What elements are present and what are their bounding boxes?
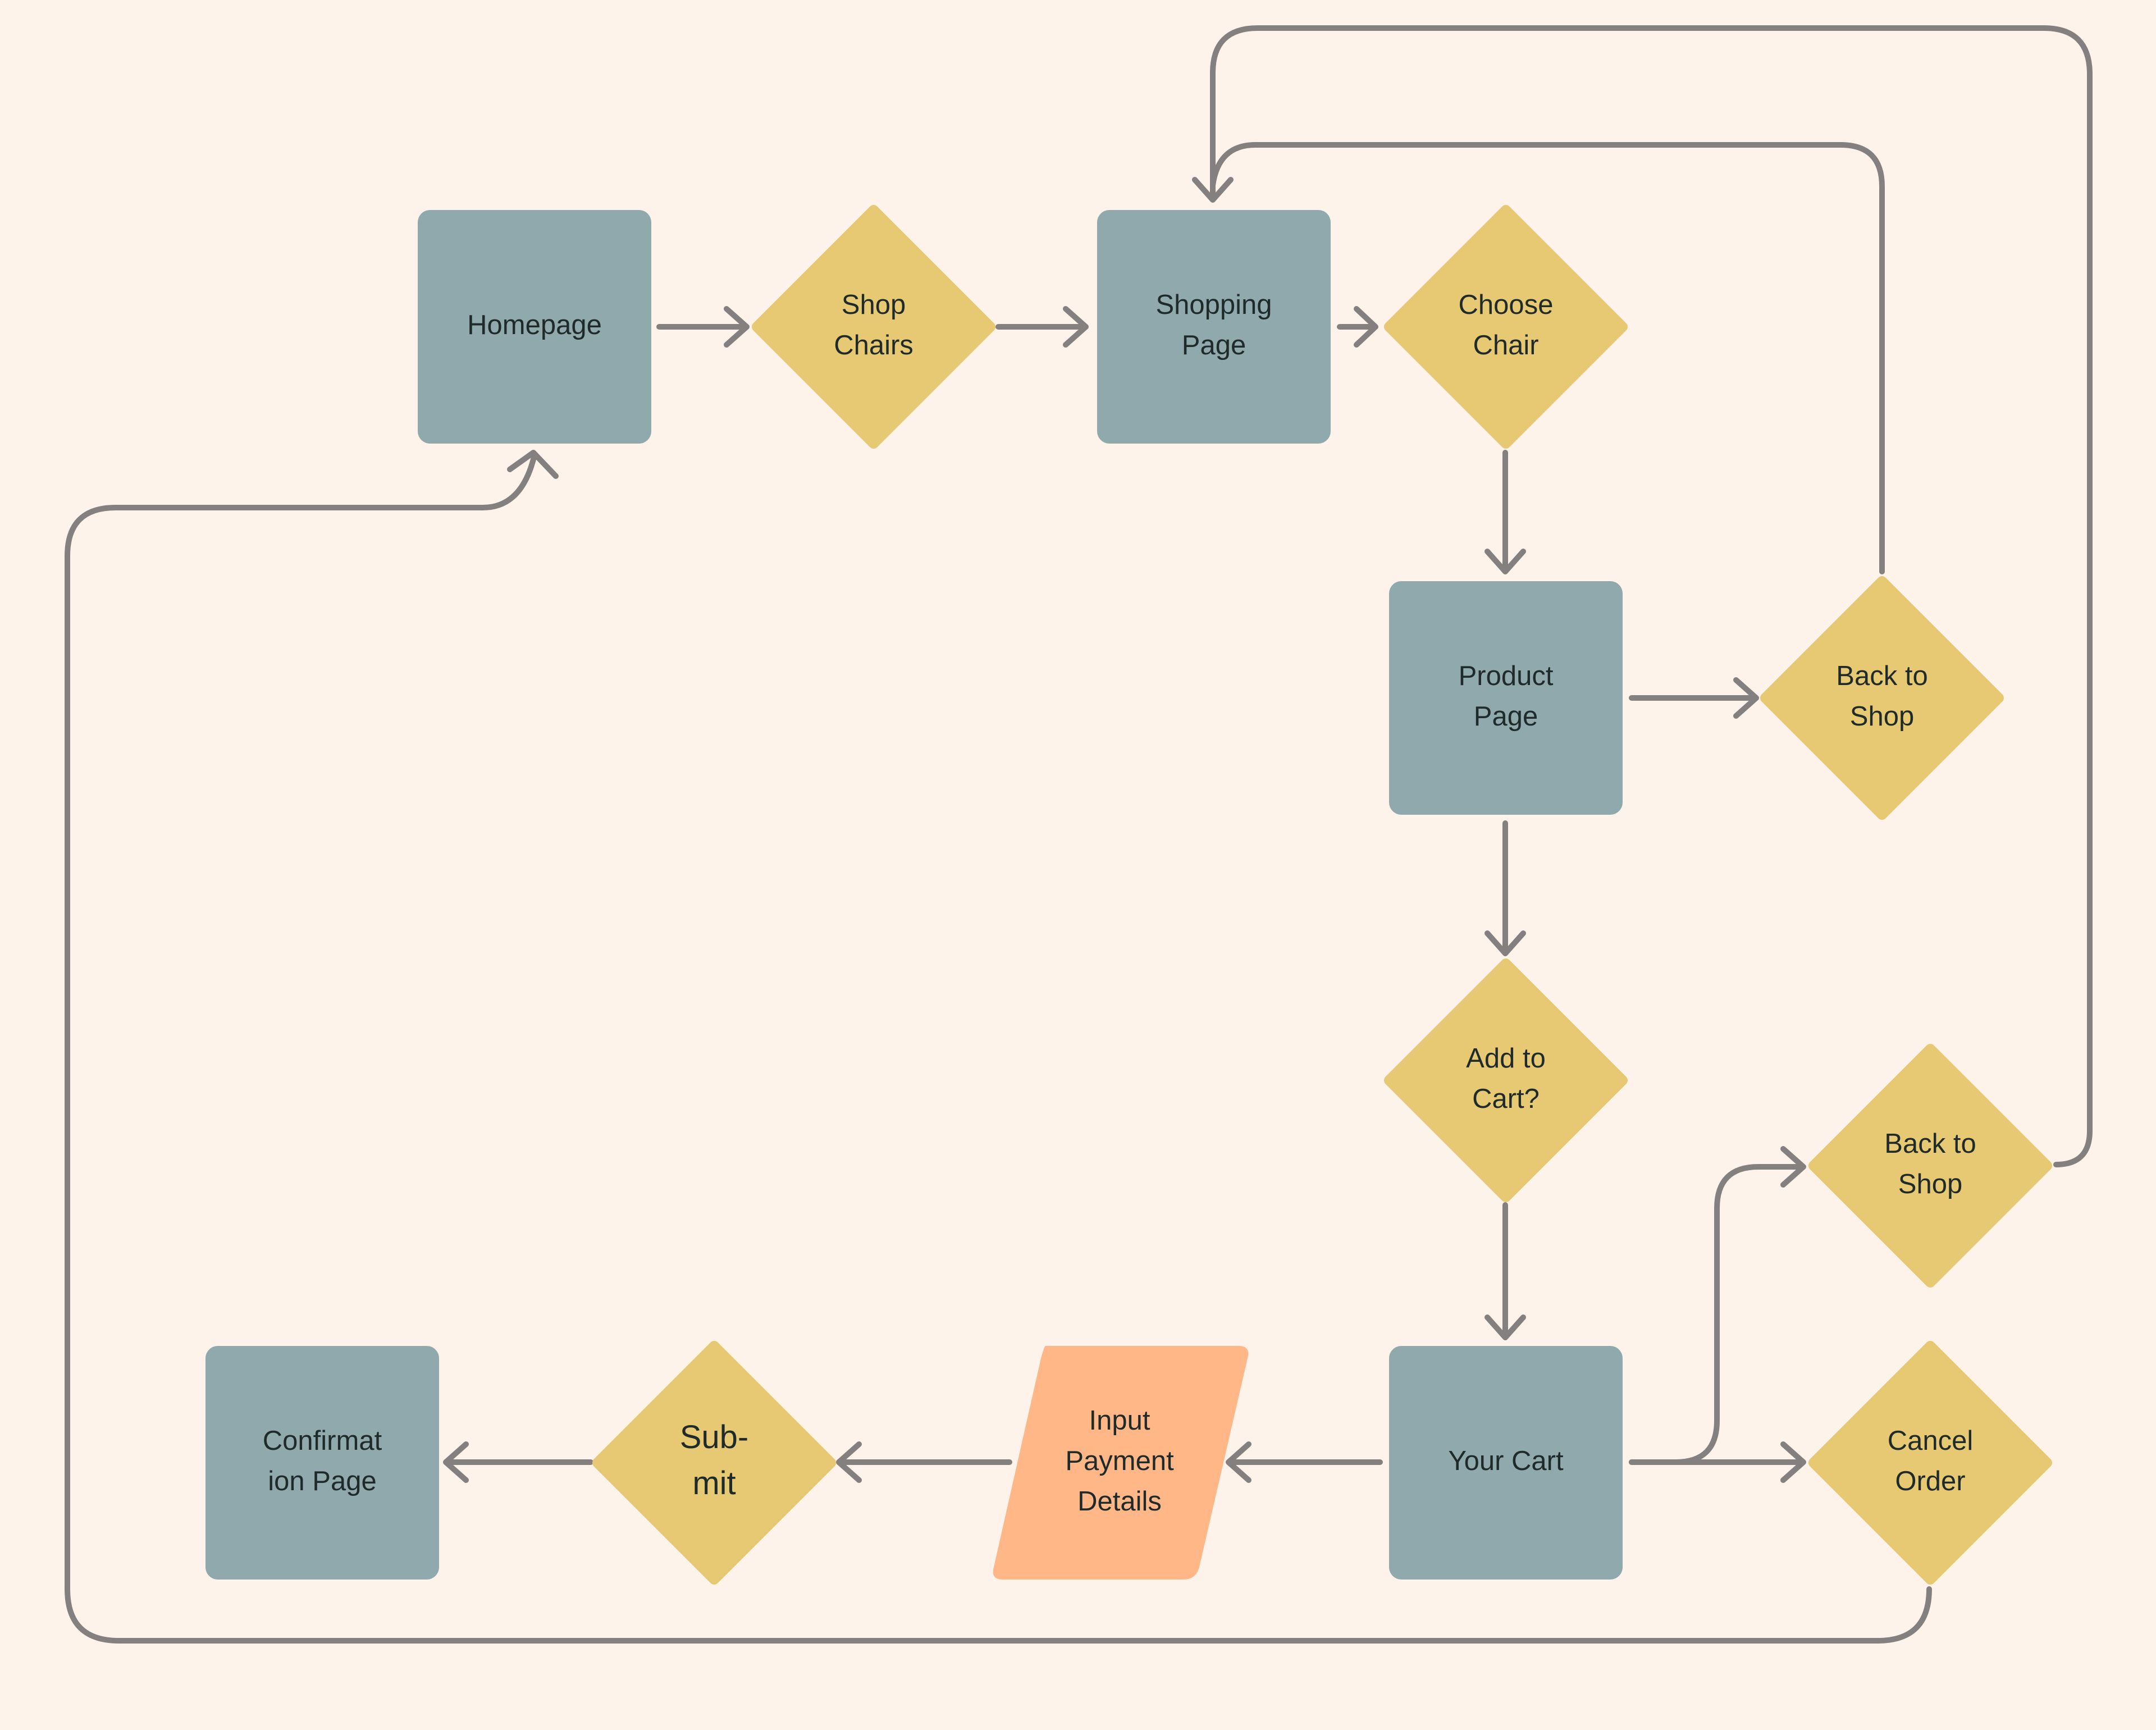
connector-submit-to-confirmation-page [443,1441,593,1483]
submit-line-2: mit [692,1465,736,1501]
connector-your-cart-to-input-payment [1226,1441,1383,1483]
choose-chair-line-1: Choose [1459,290,1554,320]
back-to-shop-2-line-1: Back to [1884,1129,1976,1159]
node-back-to-shop-1[interactable]: Back to Shop [1760,576,2004,820]
connector-homepage-to-shop-chairs [656,306,750,348]
connector-shopping-page-to-choose-chair [1337,306,1378,348]
product-page-line-2: Page [1474,701,1538,732]
connector-your-cart-to-back-to-shop [1629,1146,1806,1465]
input-payment-line-3: Details [1077,1486,1162,1517]
connector-shop-chairs-to-shopping-page [995,306,1089,348]
connector-your-cart-to-cancel-order [1629,1441,1806,1483]
node-back-to-shop-2-label: Back to Shop [1884,1129,1976,1199]
connector-cancel-order-loop-to-homepage [65,450,1932,1644]
homepage-line-1: Homepage [467,310,602,340]
choose-chair-line-2: Chair [1473,330,1538,360]
back-to-shop-1-line-2: Shop [1850,701,1914,732]
node-submit-label: Sub-mit [680,1419,749,1501]
connector-product-page-to-add-to-cart [1484,820,1526,956]
node-submit[interactable]: Sub-mit [592,1341,836,1585]
shopping-page-line-2: Page [1182,330,1246,360]
input-payment-line-2: Payment [1065,1446,1174,1476]
node-your-cart[interactable]: Your Cart [1389,1346,1623,1580]
node-back-to-shop-1-label: Back to Shop [1836,661,1927,732]
add-to-cart-line-1: Add to [1466,1043,1546,1074]
back-to-shop-2-line-2: Shop [1898,1169,1962,1199]
node-confirmation-page-label: Confirmat ion Page [263,1426,382,1496]
confirmation-page-line-2: ion Page [268,1466,376,1496]
node-homepage[interactable]: Homepage [418,210,651,444]
connector-choose-chair-to-product-page [1484,450,1526,574]
node-your-cart-label: Your Cart [1448,1446,1564,1476]
connector-input-payment-to-submit [836,1441,1012,1483]
add-to-cart-line-2: Cart? [1472,1084,1540,1114]
connector-add-to-cart-to-your-cart [1484,1202,1526,1340]
node-add-to-cart-label: Add to Cart? [1466,1043,1546,1114]
node-add-to-cart[interactable]: Add to Cart? [1384,958,1628,1202]
node-homepage-label: Homepage [467,310,602,340]
your-cart-line-1: Your Cart [1448,1446,1564,1476]
shop-chairs-line-2: Chairs [834,330,913,360]
cancel-order-line-2: Order [1895,1466,1965,1496]
node-confirmation-page[interactable]: Confirmat ion Page [205,1346,439,1580]
node-back-to-shop-2[interactable]: Back to Shop [1808,1044,2052,1288]
connector-product-page-to-back-to-shop [1629,677,1759,719]
connector-back-to-shop-loop-to-shopping-page [1210,142,1885,574]
product-page-line-1: Product [1459,661,1554,691]
input-payment-line-1: Input [1089,1405,1150,1436]
connector-back-to-shop-outer-loop-to-shopping-page [1192,25,2093,1167]
cancel-order-line-1: Cancel [1888,1426,1974,1456]
submit-line-1: Sub- [680,1419,749,1455]
back-to-shop-1-line-1: Back to [1836,661,1927,691]
confirmation-page-line-1: Confirmat [263,1426,382,1456]
shopping-page-line-1: Shopping [1155,290,1272,320]
shop-chairs-line-1: Shop [842,290,906,320]
